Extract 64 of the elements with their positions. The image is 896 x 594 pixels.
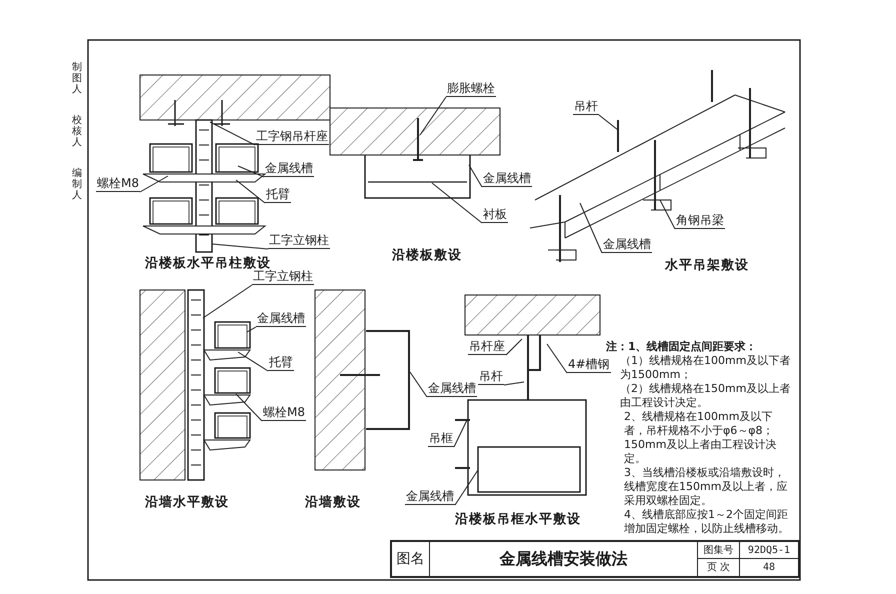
note-text: （1）线槽规格在100mm及以下者为1500mm； (619, 354, 792, 382)
callout-label: 托臂 (265, 186, 291, 203)
table-header: 图名 (392, 542, 430, 576)
view-caption: 沿楼板吊框水平敷设 (455, 511, 581, 529)
leader-line (202, 284, 252, 318)
leader-line (454, 470, 478, 506)
leader-line (454, 420, 468, 448)
signature-label: 编制人 (72, 168, 82, 201)
leader-line (504, 382, 524, 386)
leader-line (420, 96, 446, 136)
callout-label: 工字立钢柱 (268, 232, 330, 249)
view-caption: 水平吊架敷设 (665, 257, 749, 275)
callout-label: 角钢吊梁 (675, 212, 725, 229)
note-text: 4、线槽底部应按1～2个固定间距增加固定螺栓，以防止线槽移动。 (623, 508, 790, 536)
callout-label: 螺栓M8 (262, 404, 306, 421)
view-caption: 沿墙敷设 (305, 494, 361, 512)
leader-line (236, 180, 266, 204)
callout-label: 工字钢吊杆座 (255, 128, 329, 145)
callout-label: 吊杆座 (468, 338, 506, 355)
callout-label: 金属线槽 (482, 170, 532, 187)
drawing-title: 金属线槽安装做法 (430, 542, 698, 576)
callout-label: 金属线槽 (602, 236, 652, 253)
leader-line (660, 200, 676, 230)
callout-label: 金属线槽 (256, 310, 306, 327)
view-caption: 沿楼板水平吊柱敷设 (145, 255, 271, 271)
signature-label: 校核人 (72, 115, 82, 148)
table-cell: 页 次 (698, 559, 740, 576)
callout-label: 金属线槽 (427, 380, 477, 397)
table-cell-text: 48 (762, 561, 776, 575)
cable-tray (366, 330, 410, 430)
leader-line (212, 244, 268, 250)
leader-line (236, 394, 262, 422)
note-text: 3、当线槽沿楼板或沿墙敷设时，线槽宽度在150mm及以上者，应采用双螺栓固定。 (623, 466, 788, 508)
leader-line (210, 122, 256, 146)
leader-line (546, 344, 568, 374)
callout-label: 吊杆 (573, 98, 599, 115)
leader-line (238, 352, 268, 372)
leader-line (246, 326, 256, 332)
callout-label: 螺栓M8 (96, 175, 140, 192)
signature-label: 制图人 (72, 62, 82, 95)
note-text: 2、线槽规格在100mm及以下者，吊杆规格不小于φ6～φ8；150mm及以上者由工程设计决定。 (623, 410, 778, 466)
callout-label: 托臂 (268, 354, 294, 371)
leader-line (432, 182, 482, 224)
leader-line (598, 114, 618, 130)
view-caption: 沿楼板敷设 (392, 247, 462, 265)
callout-label: 膨胀螺栓 (446, 80, 496, 97)
leader-line (580, 202, 602, 254)
callout-label: 衬板 (482, 206, 508, 223)
leader-line (468, 164, 482, 188)
callout-label: 吊杆 (478, 368, 504, 385)
view-caption: 沿墙水平敷设 (145, 494, 229, 512)
callout-label: 工字立钢柱 (252, 268, 314, 285)
callout-label: 吊框 (428, 430, 454, 447)
leader-line (238, 166, 264, 178)
leader-line (140, 176, 168, 192)
note-text: （2）线槽规格在150mm及以上者由工程设计决定。 (619, 382, 792, 410)
callout-label: 4#槽钢 (567, 356, 611, 373)
leader-line (506, 338, 522, 356)
callout-label: 金属线槽 (405, 488, 455, 505)
table-cell: 图集号 (698, 542, 740, 559)
callout-label: 金属线槽 (264, 160, 314, 177)
leader-line (410, 372, 428, 398)
note-text: 注：1、线槽固定点间距要求： (606, 340, 758, 354)
table-cell: 92DQ5-1 (740, 542, 798, 559)
